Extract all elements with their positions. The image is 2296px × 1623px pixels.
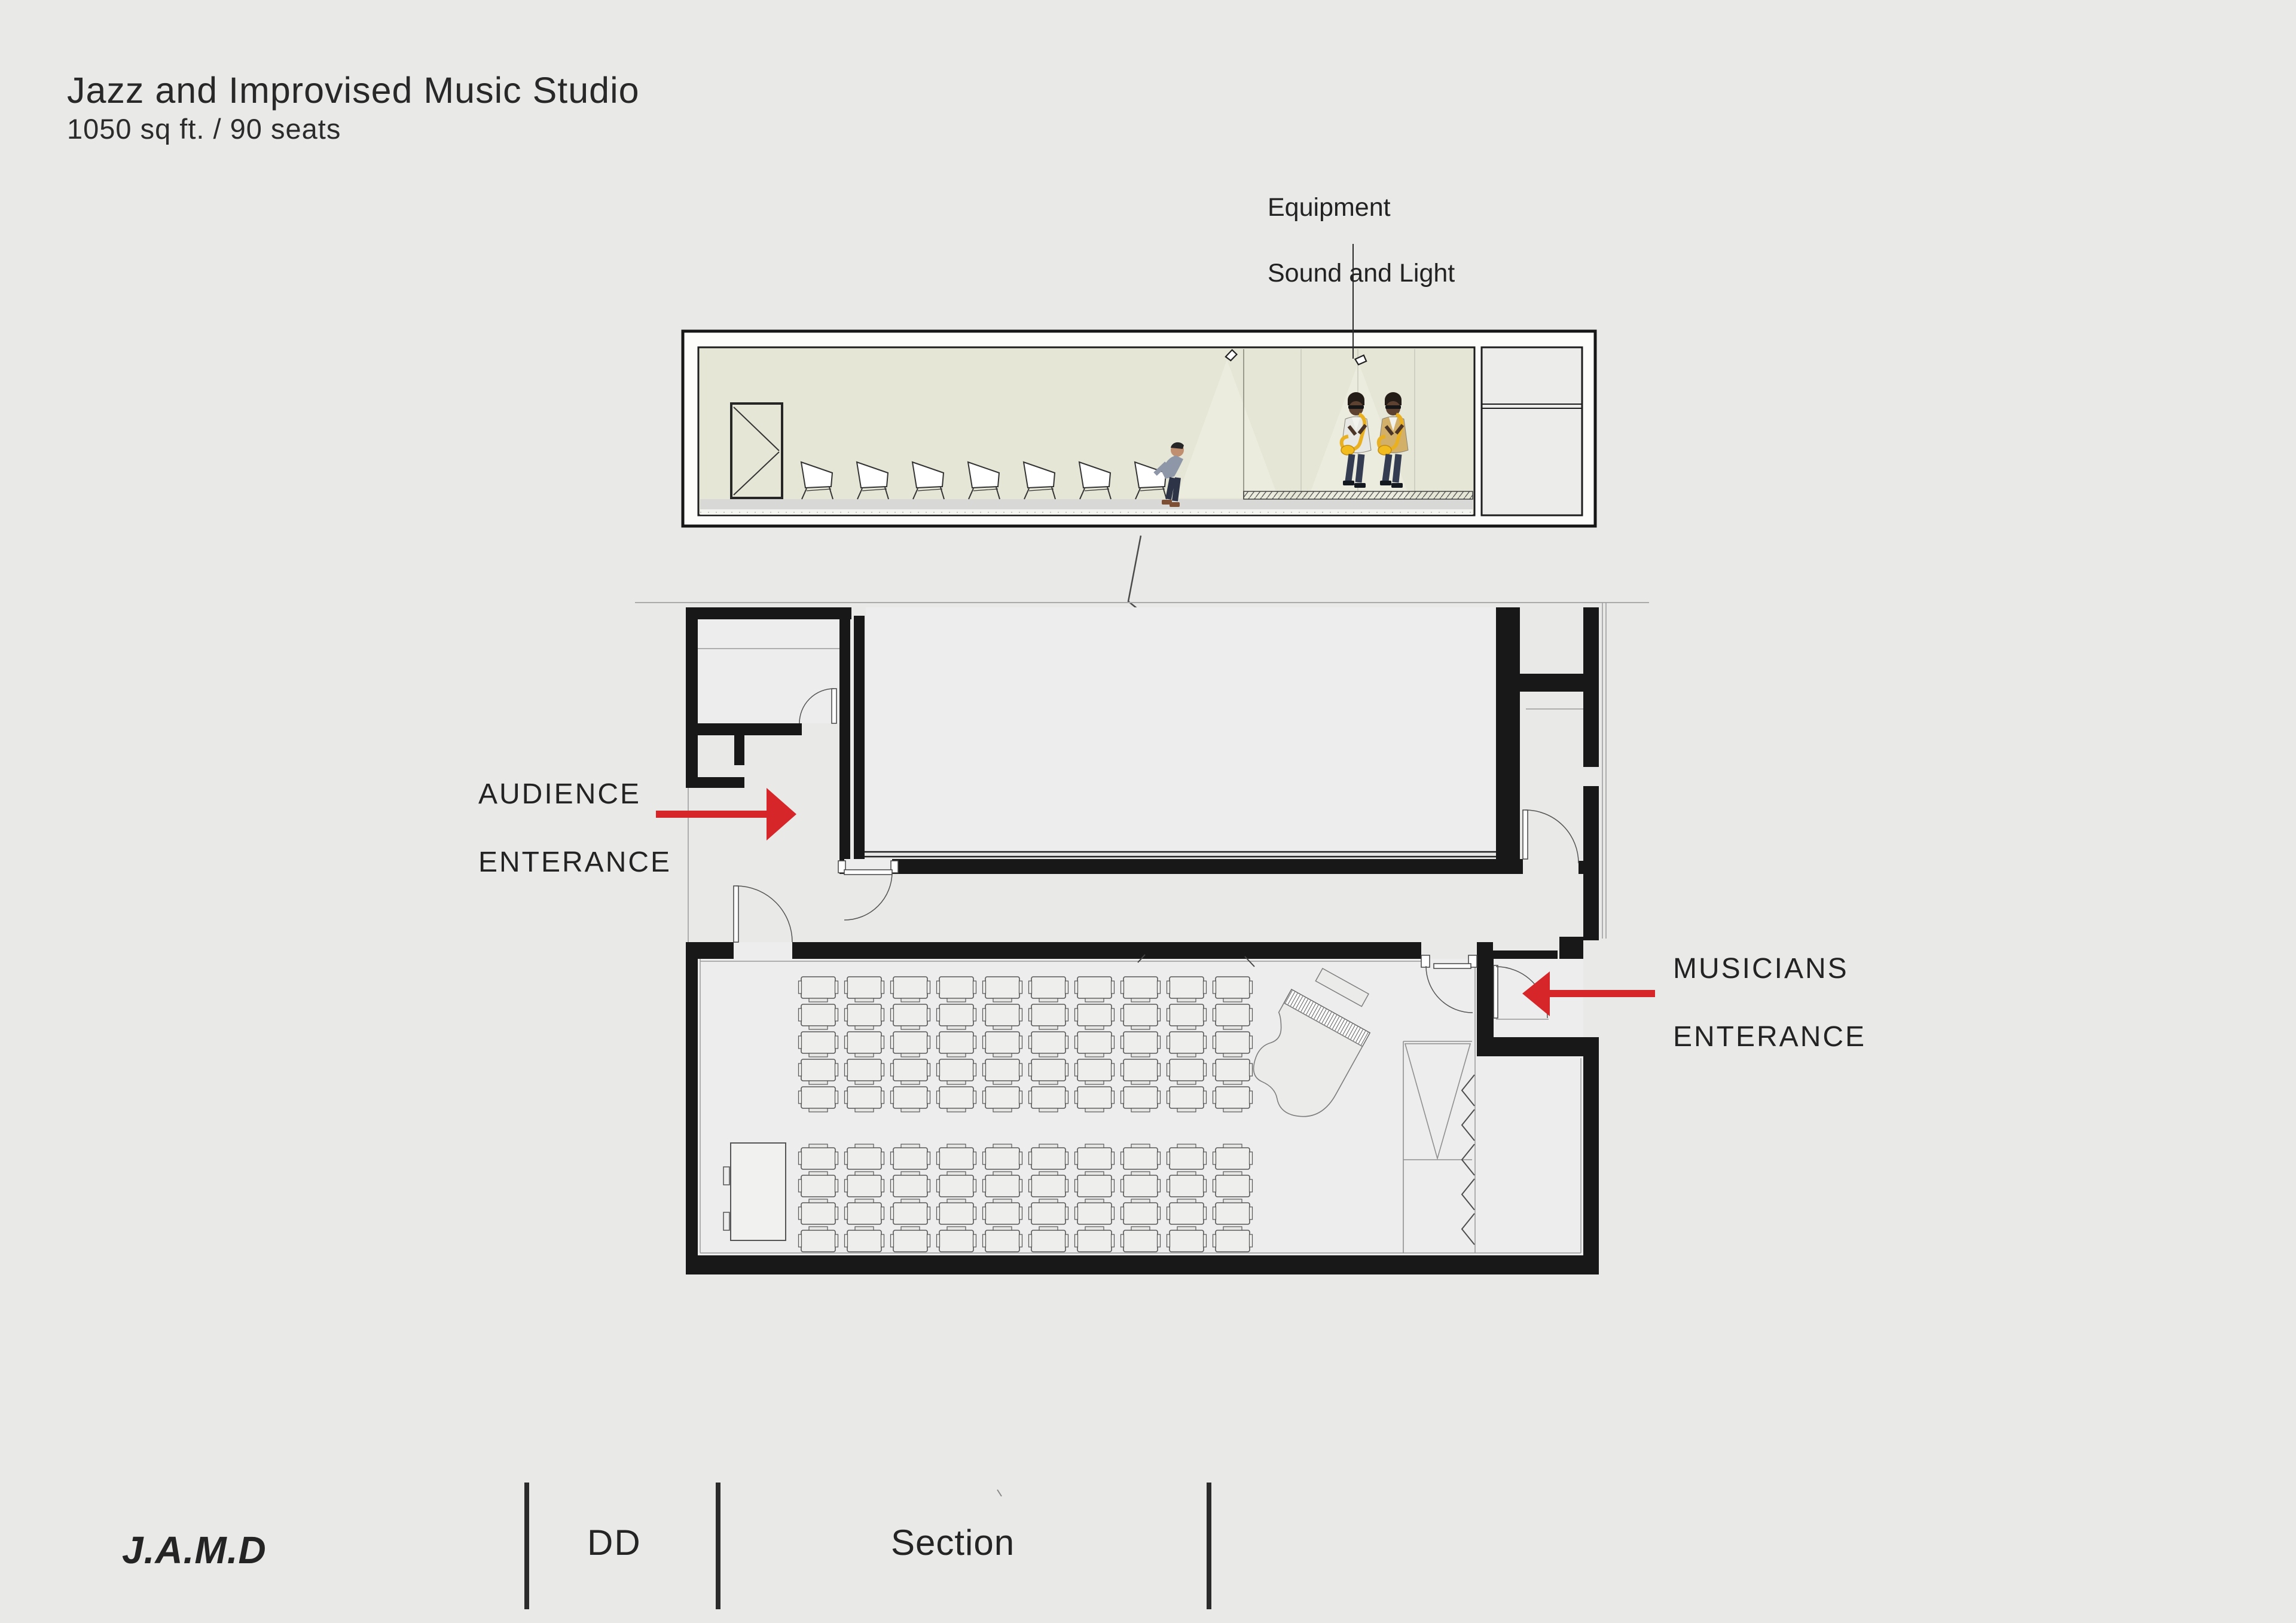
- sheet-subtitle: 1050 sq ft. / 90 seats: [67, 113, 341, 145]
- section-view: [681, 244, 1597, 528]
- equipment-annotation: Equipment Sound and Light: [1268, 191, 1455, 290]
- musicians-label-line2: ENTERANCE: [1673, 1021, 1867, 1053]
- equipment-annotation-line2: Sound and Light: [1268, 259, 1455, 288]
- side-table: [723, 1142, 786, 1241]
- equipment-annotation-line1: Equipment: [1268, 193, 1391, 222]
- titleblock-divider: [1207, 1483, 1211, 1609]
- light-cone: [1177, 360, 1278, 498]
- plan-view: [635, 602, 1655, 1274]
- plan-doors: [733, 688, 1579, 1019]
- seating-back-block: [795, 1143, 1256, 1253]
- risers: [1403, 1041, 1472, 1253]
- plan-walls: [686, 607, 1599, 1274]
- person-figure: [1153, 442, 1184, 507]
- audience-label-line2: ENTERANCE: [478, 846, 672, 878]
- audience-label-line1: AUDIENCE: [478, 778, 642, 810]
- section-equipment-room: [1480, 346, 1583, 516]
- section-floor: [700, 499, 1473, 509]
- audience-entrance-arrow: [656, 788, 796, 840]
- musicians-label-line1: MUSICIANS: [1673, 953, 1849, 985]
- project-initials: J.A.M.D: [122, 1529, 267, 1572]
- section-floor-base: [700, 509, 1473, 515]
- stage-riser-hatch: [1243, 491, 1473, 500]
- section-door: [730, 402, 783, 499]
- phase-code: DD: [587, 1523, 642, 1563]
- inner-box-wall: [865, 851, 1496, 858]
- titleblock-divider: [524, 1483, 529, 1609]
- musicians-entrance-arrow: [1522, 971, 1655, 1016]
- musicians-entrance-label: MUSICIANS ENTERANCE: [1673, 952, 1866, 1054]
- sheet-title: Jazz and Improvised Music Studio: [67, 70, 640, 111]
- grand-piano: [1253, 967, 1371, 1117]
- sheet-name: Section: [891, 1523, 1015, 1563]
- folded-chairs-zigzag: [1461, 1074, 1475, 1245]
- audience-entrance-label: AUDIENCE ENTERANCE: [478, 777, 671, 879]
- titleblock-divider: [716, 1483, 720, 1609]
- seating-front-block: [795, 976, 1256, 1113]
- piano-bench: [1315, 967, 1369, 1007]
- stray-mark: [997, 1489, 1002, 1497]
